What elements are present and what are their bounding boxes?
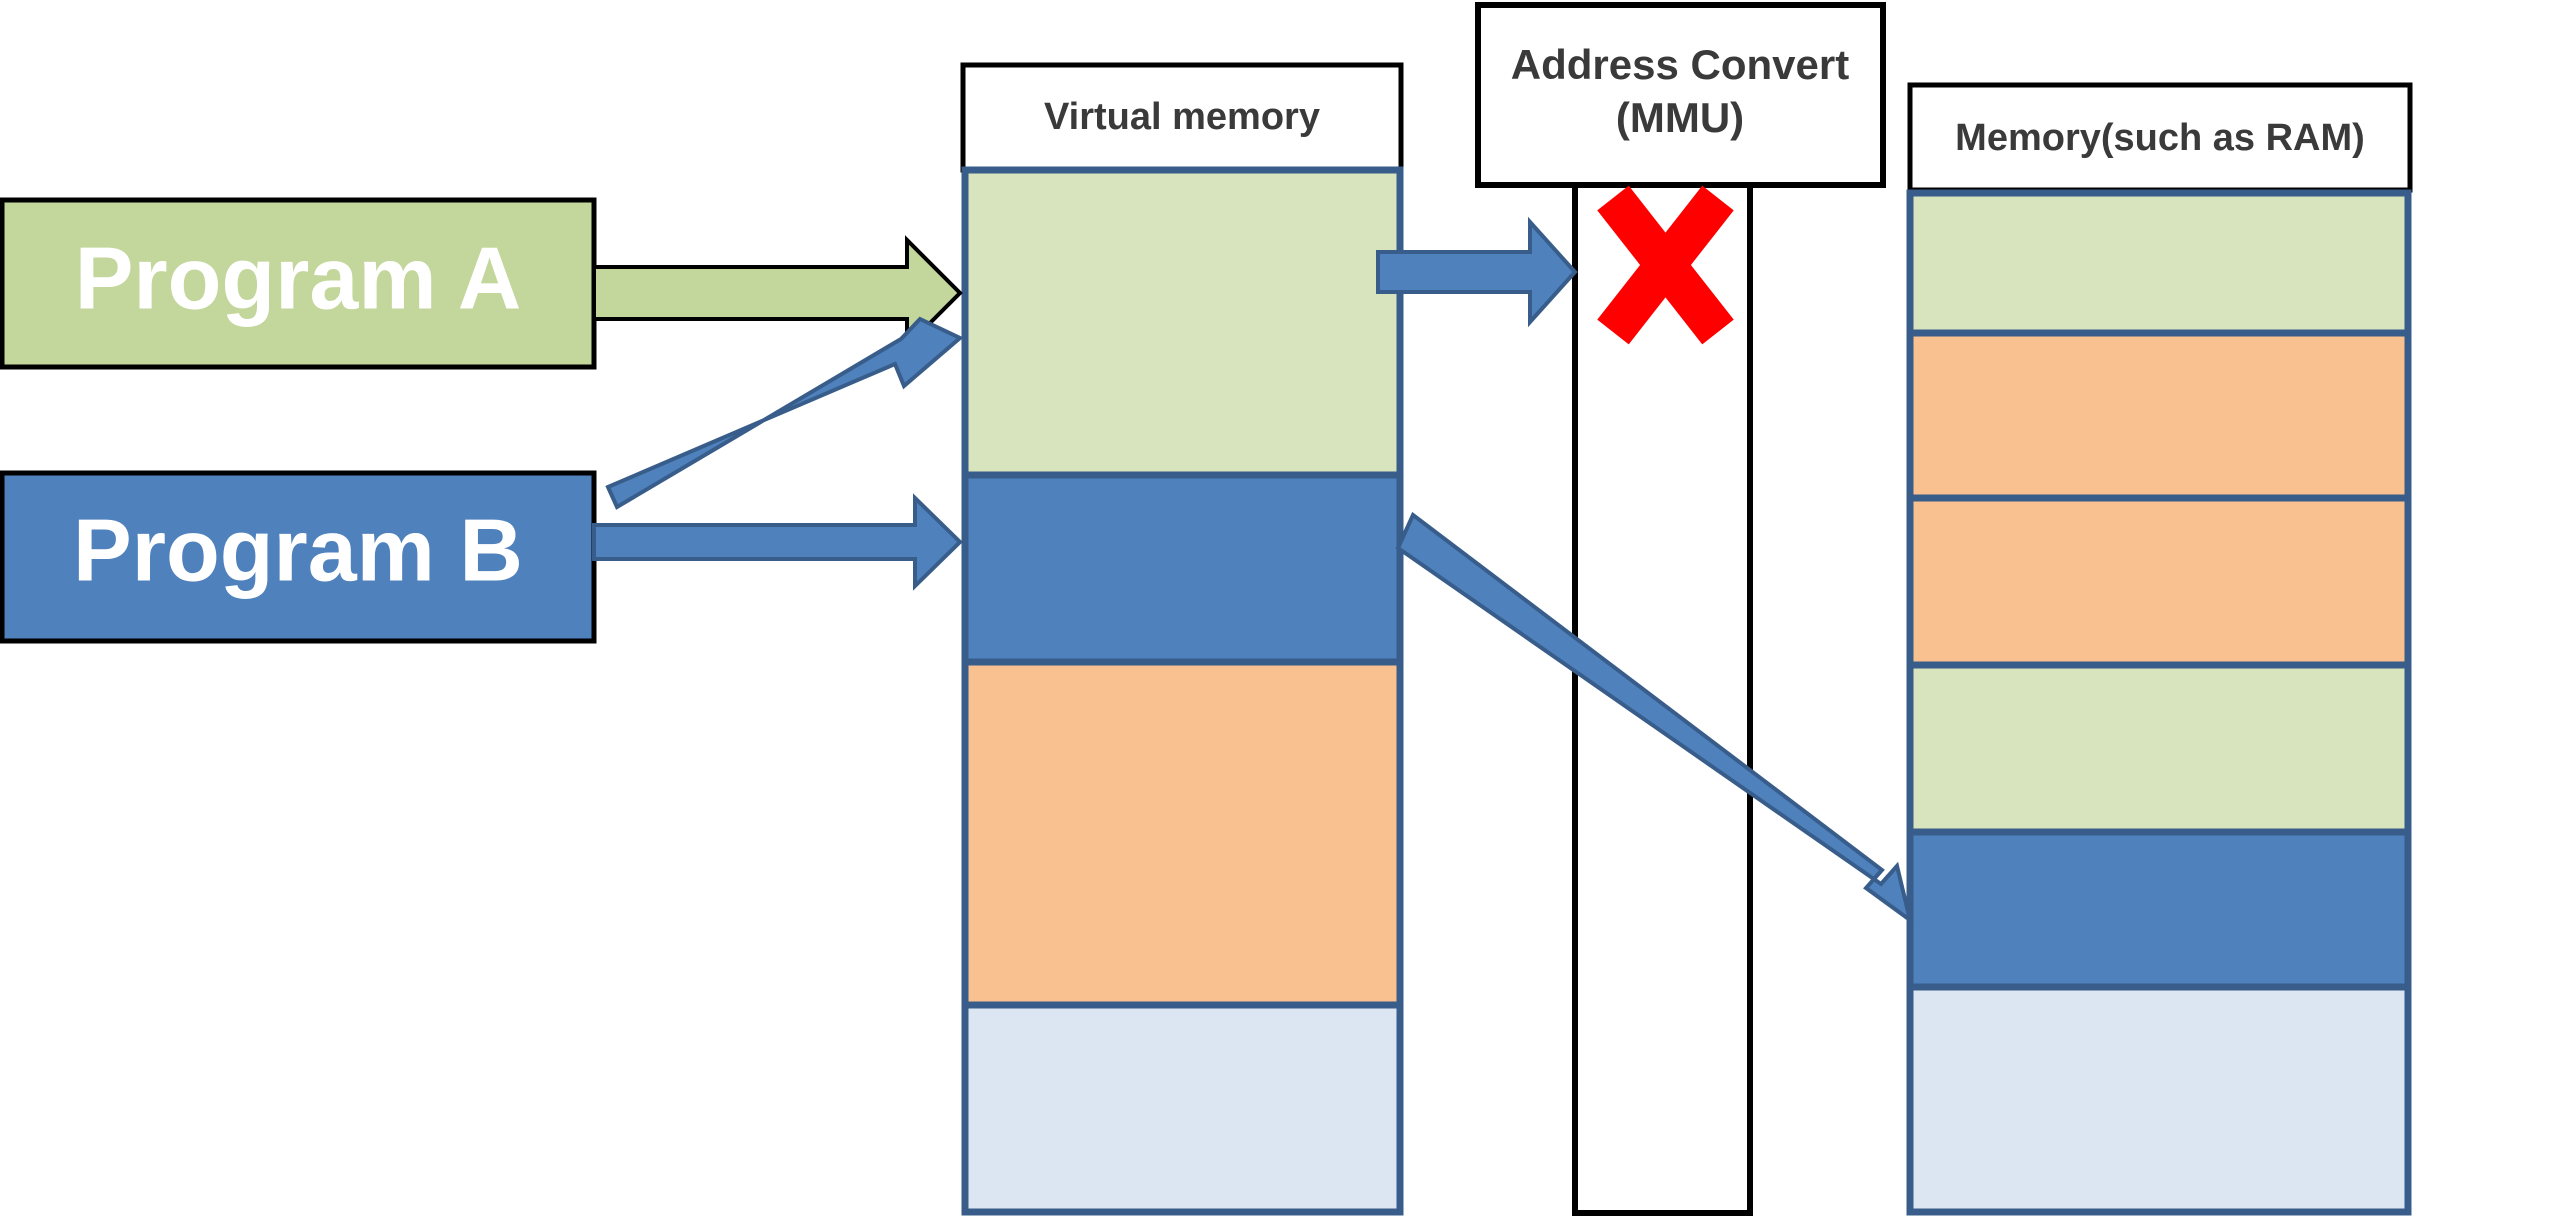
mmu-bar [1572, 182, 1753, 1216]
ram-block-program-a-1 [1906, 189, 2412, 337]
physical-memory-column: Memory(such as RAM) [1906, 82, 2413, 1216]
program-b-box: Program B [0, 470, 597, 644]
vm-block-program-b [961, 471, 1404, 666]
ram-block-program-b [1906, 828, 2412, 991]
mmu-header-line1: Address Convert [1511, 41, 1849, 88]
arrow-vm-to-ram-program-b [1395, 511, 1914, 925]
mmu-column: Address Convert (MMU) [1475, 2, 1886, 1216]
vm-block-free [961, 1001, 1404, 1216]
virtual-memory-header: Virtual memory [1044, 96, 1320, 138]
arrow-program-a-to-vm [592, 235, 963, 351]
arrow-program-b-to-vm [592, 493, 963, 591]
arrow-program-b-to-vm-program-a [605, 316, 964, 510]
vm-block-other [961, 658, 1404, 1009]
ram-block-other-1 [1906, 329, 2412, 502]
virtual-memory-column: Virtual memory [960, 62, 1404, 1216]
mmu-header-line2: (MMU) [1616, 94, 1744, 141]
ram-block-free [1906, 983, 2412, 1216]
x-mark-icon [1597, 185, 1734, 345]
ram-block-other-2 [1906, 494, 2412, 669]
physical-memory-header: Memory(such as RAM) [1955, 117, 2365, 159]
arrow-vm-to-mmu [1376, 216, 1578, 328]
vm-block-program-a [961, 166, 1404, 479]
ram-block-program-a-2 [1906, 661, 2412, 836]
physical-memory-header-box [1907, 82, 2413, 193]
mmu-header-box [1475, 2, 1886, 188]
program-a-box: Program A [0, 197, 597, 370]
program-a-label: Program A [75, 228, 522, 327]
program-b-label: Program B [73, 500, 523, 599]
